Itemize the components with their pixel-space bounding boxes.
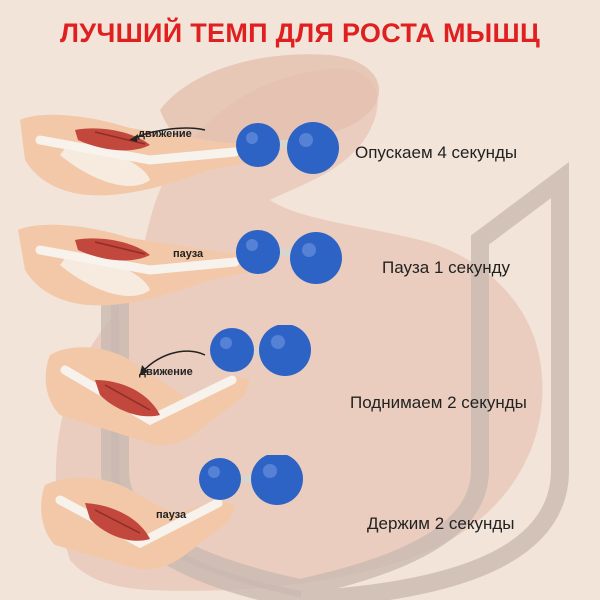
- motion-arrow-icon: [130, 134, 138, 142]
- page-title: ЛУЧШИЙ ТЕМП ДЛЯ РОСТА МЫШЦ: [60, 18, 540, 48]
- step-hold: пауза Держим 2 секунды: [0, 455, 600, 585]
- step-caption: Поднимаем 2 секунды: [350, 393, 527, 412]
- step-caption: Держим 2 секунды: [367, 514, 515, 533]
- dumbbell-icon: [210, 328, 254, 372]
- dumbbell-icon: [199, 458, 241, 500]
- step-lifting: движение Поднимаем 2 секунды: [0, 325, 600, 455]
- step-motion-label: движение: [138, 128, 192, 140]
- motion-arrow-icon: [140, 365, 148, 375]
- arm-illustration-icon: [41, 455, 303, 570]
- dumbbell-icon: [236, 123, 280, 167]
- step-motion-label: пауза: [173, 248, 204, 260]
- step-lowering: движение Опускаем 4 секунды: [0, 100, 600, 230]
- step-pause: пауза Пауза 1 секунду: [0, 210, 600, 340]
- arm-illustration-icon: [20, 114, 339, 196]
- arm-illustration-icon: [18, 224, 342, 306]
- step-caption: Пауза 1 секунду: [382, 258, 511, 277]
- step-motion-label: пауза: [156, 509, 187, 521]
- dumbbell-icon: [236, 230, 280, 274]
- step-motion-label: движение: [139, 366, 193, 378]
- step-caption: Опускаем 4 секунды: [355, 143, 518, 162]
- arm-illustration-icon: [45, 325, 311, 446]
